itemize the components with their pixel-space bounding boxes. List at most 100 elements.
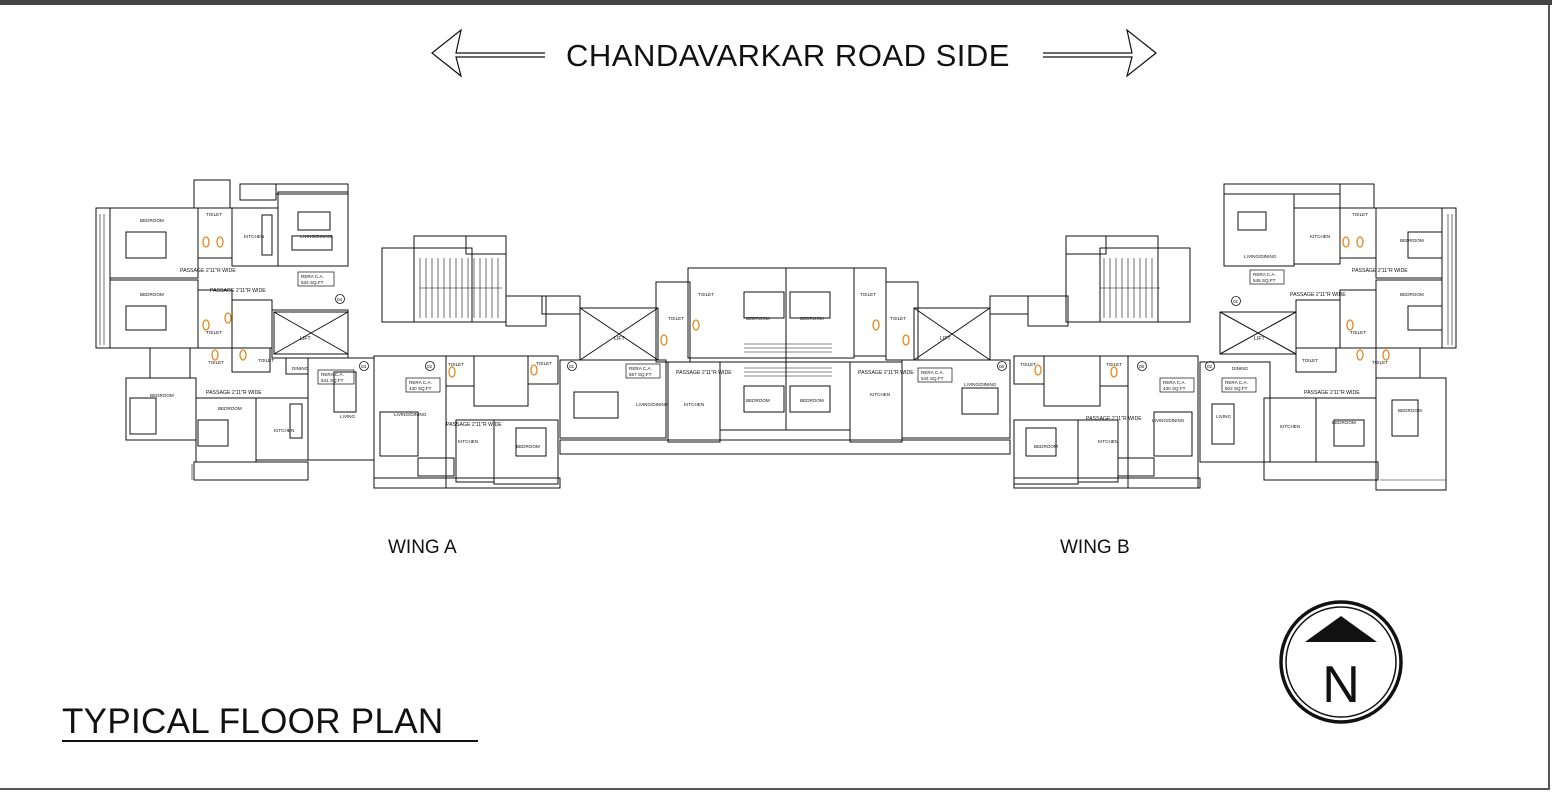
room-label: PASSAGE 2'11"R WIDE xyxy=(210,288,266,294)
room-label: BEDROOM xyxy=(140,218,164,223)
room-label: BEDROOM xyxy=(1034,444,1058,449)
svg-text:06: 06 xyxy=(999,364,1005,369)
svg-text:01: 01 xyxy=(569,364,575,369)
room-label: TOILET xyxy=(208,360,224,365)
room-label: PASSAGE 2'11"R WIDE xyxy=(858,370,914,376)
room-label: TOILET xyxy=(206,330,222,335)
room-label: BEDROOM xyxy=(1400,238,1424,243)
wing-b-flat-03 xyxy=(1013,355,1201,489)
rera-label: RERA C.A. xyxy=(301,274,324,279)
svg-text:03: 03 xyxy=(361,364,367,369)
room-label: BEDROOM xyxy=(800,316,824,321)
room-label: PASSAGE 2'11"R WIDE xyxy=(446,422,502,428)
room-label: TOILET xyxy=(860,292,876,297)
left-arrow-icon xyxy=(431,28,545,78)
rera-label: RERA C.A. xyxy=(321,372,344,377)
plan-title: TYPICAL FLOOR PLAN xyxy=(62,702,444,741)
north-compass-icon: N xyxy=(1279,600,1403,724)
room-label: TOILET xyxy=(206,212,222,217)
lift-label: LIFT xyxy=(300,336,311,342)
lift-label: LIFT xyxy=(940,336,951,342)
room-label: LIVING/DINING xyxy=(1244,254,1277,259)
top-border xyxy=(0,0,1552,5)
flat-number-markers: 04 03 02 01 06 05 02 01 xyxy=(335,294,1241,371)
room-label: LIVING/DINING xyxy=(1152,418,1185,423)
room-label: PASSAGE 2'11"R WIDE xyxy=(676,370,732,376)
room-label: KITCHEN xyxy=(684,402,704,407)
room-label: TOILET xyxy=(536,361,552,366)
wing-a-label: WING A xyxy=(388,537,457,558)
wing-a-flat-02 xyxy=(373,355,561,489)
room-label: BEDROOM xyxy=(150,393,174,398)
room-label: KITCHEN xyxy=(458,439,478,444)
room-label: TOILET xyxy=(1302,358,1318,363)
room-label: BEDROOM xyxy=(800,398,824,403)
room-label: LIVING xyxy=(1216,414,1231,419)
room-label: DINING xyxy=(1232,366,1249,371)
rera-area: 545 SQ.FT xyxy=(1253,278,1276,283)
room-label: PASSAGE 2'11"R WIDE xyxy=(206,390,262,396)
svg-text:01: 01 xyxy=(1233,299,1239,304)
room-label: PASSAGE 2'11"R WIDE xyxy=(1290,292,1346,298)
rera-area: 430 SQ.FT xyxy=(409,386,432,391)
rera-area: 602 SQ.FT xyxy=(1225,386,1248,391)
room-label: PASSAGE 2'11"R WIDE xyxy=(1352,268,1408,274)
room-label: BEDROOM xyxy=(746,316,770,321)
room-label: LIVING/DINING xyxy=(300,234,333,239)
rera-area: 541 SQ.FT xyxy=(321,378,344,383)
rera-area: 557 SQ.FT xyxy=(629,372,652,377)
room-label: BEDROOM xyxy=(1400,292,1424,297)
room-label: BEDROOM xyxy=(516,444,540,449)
svg-text:04: 04 xyxy=(337,297,343,302)
room-label: KITCHEN xyxy=(870,392,890,397)
rera-area: 430 SQ.FT xyxy=(1163,386,1186,391)
room-label: TOILET xyxy=(448,362,464,367)
toilet-fixtures xyxy=(202,236,1390,378)
room-label: TOILET xyxy=(1350,330,1366,335)
wing-b-east-block xyxy=(1199,183,1457,491)
rera-area-labels xyxy=(297,269,1285,393)
room-label: LIVING/DINING xyxy=(394,412,427,417)
room-label: BEDROOM xyxy=(1398,408,1422,413)
room-label: TOILET xyxy=(890,316,906,321)
lift-label: LIFT xyxy=(614,336,625,342)
lift-label: LIFT xyxy=(1254,336,1265,342)
room-label: TOILET xyxy=(698,292,714,297)
svg-text:02: 02 xyxy=(427,364,433,369)
title-underline xyxy=(62,740,478,742)
room-labels: BEDROOM BEDROOM BEDROOM BEDROOM BEDROOM … xyxy=(140,212,1424,449)
rera-label: RERA C.A. xyxy=(409,380,432,385)
room-label: TOILET xyxy=(668,316,684,321)
room-label: PASSAGE 2'11"R WIDE xyxy=(1304,390,1360,396)
rera-label: RERA C.A. xyxy=(629,366,652,371)
room-label: PASSAGE 2'11"R WIDE xyxy=(1086,416,1142,422)
drawing-frame xyxy=(0,5,1550,790)
rera-area-text: RERA C.A. 534 SQ.FT RERA C.A. 541 SQ.FT … xyxy=(301,272,1276,391)
rera-area: 534 SQ.FT xyxy=(301,280,324,285)
room-label: KITCHEN xyxy=(1310,234,1330,239)
room-label: BEDROOM xyxy=(1332,420,1356,425)
room-label: KITCHEN xyxy=(244,234,264,239)
room-label: LIVING/DINING xyxy=(636,402,669,407)
central-corridor xyxy=(541,267,1029,455)
room-label: TOILET xyxy=(1372,360,1388,365)
svg-text:02: 02 xyxy=(1207,364,1213,369)
road-side-label: CHANDAVARKAR ROAD SIDE xyxy=(566,38,1010,73)
rera-area: 544 SQ.FT xyxy=(921,376,944,381)
right-arrow-icon xyxy=(1043,28,1157,78)
room-label: PASSAGE 2'11"R WIDE xyxy=(180,268,236,274)
svg-text:05: 05 xyxy=(1139,364,1145,369)
wing-a-core xyxy=(273,235,547,355)
room-label: TOILET xyxy=(258,358,274,363)
room-label: BEDROOM xyxy=(746,398,770,403)
room-label: LIVING xyxy=(340,414,355,419)
room-label: TOILET xyxy=(1106,362,1122,367)
room-label: DINING xyxy=(292,366,309,371)
room-label: KITCHEN xyxy=(1098,439,1118,444)
compass-letter: N xyxy=(1322,656,1360,714)
rera-label: RERA C.A. xyxy=(1225,380,1248,385)
rera-label: RERA C.A. xyxy=(921,370,944,375)
wing-a-west-block xyxy=(95,179,375,481)
room-label: KITCHEN xyxy=(1280,424,1300,429)
room-label: LIVING/DINING xyxy=(964,382,997,387)
